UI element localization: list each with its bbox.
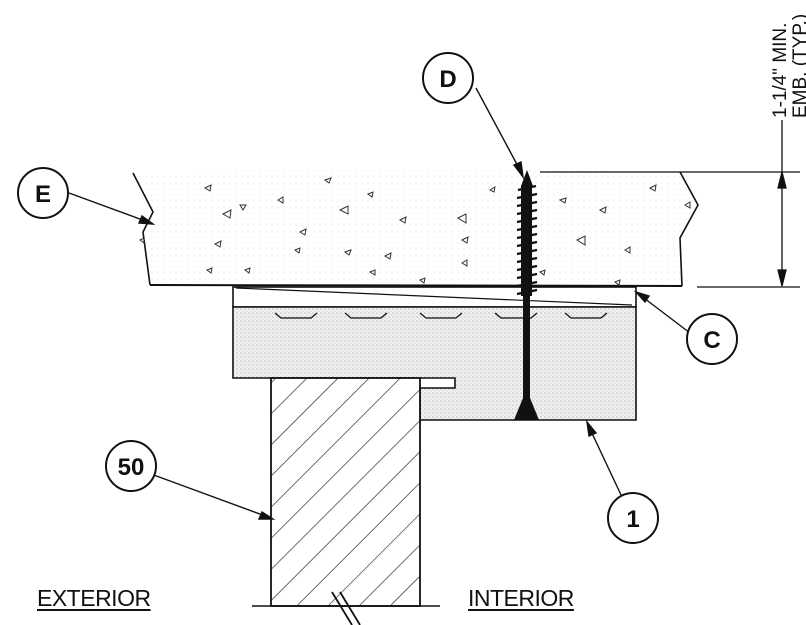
shim-layer — [232, 286, 637, 308]
callout-50-text: 50 — [118, 454, 145, 481]
callout-d-text: D — [439, 66, 456, 93]
callout-e: E — [17, 167, 69, 219]
frame-grooves — [274, 312, 608, 319]
callout-c: C — [686, 313, 738, 365]
callout-1-text: 1 — [626, 506, 639, 533]
leader-lines — [68, 87, 691, 520]
concrete-slab — [132, 168, 699, 287]
fastener-screw — [514, 170, 539, 420]
exterior-label: EXTERIOR — [37, 585, 151, 611]
callout-e-text: E — [35, 181, 51, 208]
interior-label: INTERIOR — [468, 585, 574, 611]
dimension-line1: 1-1/4" MIN. — [770, 23, 791, 118]
embedment-dimension — [540, 120, 800, 288]
callout-d: D — [422, 52, 474, 104]
callout-1: 1 — [607, 492, 659, 544]
dimension-line2: EMB. (TYP.) — [790, 14, 806, 118]
callout-50: 50 — [105, 440, 157, 492]
wood-framing-member — [252, 377, 440, 625]
break-lines — [331, 591, 361, 625]
aggregate-marks — [139, 177, 691, 286]
callout-c-text: C — [703, 327, 720, 354]
